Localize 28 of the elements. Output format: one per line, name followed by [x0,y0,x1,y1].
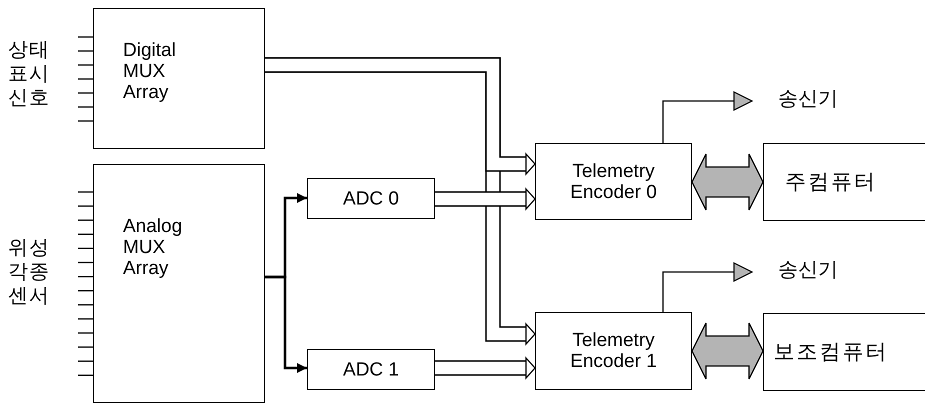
bus-arrow [265,57,536,176]
block-label: 보조컴퓨터 [772,342,890,362]
signal-group-label: 상태 표시 신호 [8,38,51,110]
computer-block [763,313,925,391]
mux-block [93,164,265,403]
encoder-block [535,143,692,220]
block-label: 주컴퓨터 [784,172,878,192]
computer-block [763,143,925,221]
block-label: Digital MUX Array [123,40,177,103]
transmitter-label: 송신기 [778,260,838,281]
mux-block [93,8,265,149]
transmitter-label: 송신기 [778,89,838,110]
block-label: Telemetry Encoder 1 [569,330,658,372]
output-arrow [662,91,754,143]
bus-arrow [435,356,536,380]
output-arrow [662,262,754,312]
signal-arrow [265,276,307,373]
block-label: ADC 0 [342,188,400,209]
encoder-block [535,312,692,390]
bidirectional-arrow [691,153,764,211]
signal-group-label: 위성 각종 센서 [8,236,51,308]
adc-block [307,349,435,390]
block-label: Analog MUX Array [123,216,184,279]
block-label: Telemetry Encoder 0 [569,160,658,202]
block-label: ADC 1 [342,359,400,380]
bus-arrow [435,187,536,211]
bidirectional-arrow [691,322,764,380]
adc-block [307,178,435,219]
